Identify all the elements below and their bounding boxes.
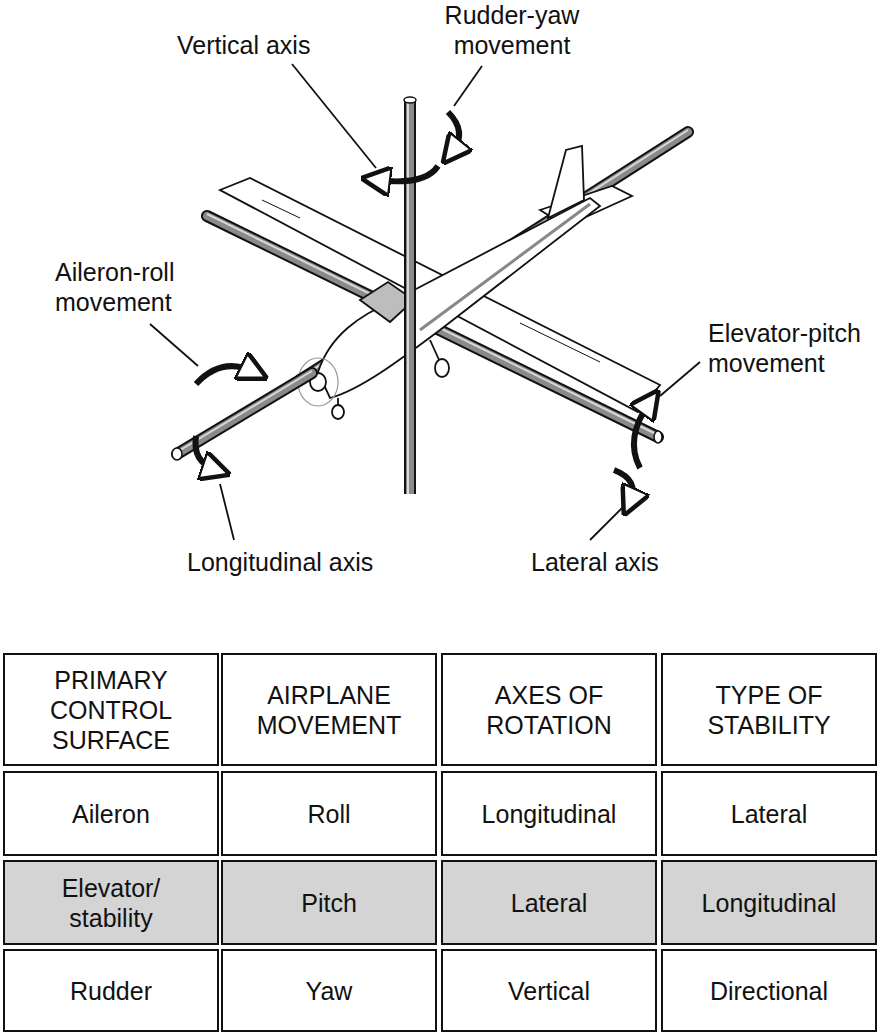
table-cell: Roll bbox=[221, 771, 437, 856]
cell-text: Yaw bbox=[306, 976, 353, 1006]
table-cell: Rudder bbox=[3, 949, 219, 1032]
table-cell: Vertical bbox=[441, 949, 657, 1032]
airplane bbox=[220, 146, 660, 419]
cell-text: Pitch bbox=[301, 888, 357, 918]
table-cell: Pitch bbox=[221, 860, 437, 945]
cell-text: Longitudinal bbox=[702, 888, 837, 918]
table-cell: Longitudinal bbox=[441, 771, 657, 856]
fuselage bbox=[318, 198, 600, 398]
movement-label: Elevator-pitch movement bbox=[708, 318, 886, 378]
column-heading: AXES OF ROTATION bbox=[457, 680, 641, 740]
table-cell: Aileron bbox=[3, 771, 219, 856]
table-header-cell: PRIMARY CONTROL SURFACE bbox=[3, 653, 219, 766]
movement-label: Rudder-yaw movement bbox=[422, 0, 602, 60]
cell-text: Rudder bbox=[70, 976, 152, 1006]
table-header-cell: TYPE OF STABILITY bbox=[661, 653, 877, 766]
wheel bbox=[435, 359, 449, 377]
cell-text: Directional bbox=[710, 976, 828, 1006]
table-cell: Lateral bbox=[441, 860, 657, 945]
table-cell: Elevator/ stability bbox=[3, 860, 219, 945]
column-heading: AIRPLANE MOVEMENT bbox=[237, 680, 421, 740]
cell-text: Vertical bbox=[508, 976, 590, 1006]
vertical-axis-rod bbox=[404, 97, 416, 494]
cell-text: Aileron bbox=[72, 799, 150, 829]
axis-label: Longitudinal axis bbox=[187, 547, 373, 577]
rotation-arrow bbox=[195, 112, 650, 502]
axis-label: Vertical axis bbox=[177, 30, 310, 60]
table-cell: Longitudinal bbox=[661, 860, 877, 945]
wheel bbox=[332, 405, 344, 419]
table-cell: Directional bbox=[661, 949, 877, 1032]
axis-label: Lateral axis bbox=[531, 547, 659, 577]
cell-text: Lateral bbox=[511, 888, 587, 918]
movement-label: Aileron-roll movement bbox=[55, 257, 220, 317]
cell-text: Elevator/ stability bbox=[19, 873, 203, 933]
landing-gear bbox=[430, 340, 440, 362]
table-cell: Lateral bbox=[661, 771, 877, 856]
table-header-cell: AIRPLANE MOVEMENT bbox=[221, 653, 437, 766]
wing bbox=[220, 178, 660, 412]
table-header-cell: AXES OF ROTATION bbox=[441, 653, 657, 766]
table-cell: Yaw bbox=[221, 949, 437, 1032]
cell-text: Longitudinal bbox=[482, 799, 617, 829]
column-heading: TYPE OF STABILITY bbox=[677, 680, 861, 740]
cell-text: Roll bbox=[307, 799, 350, 829]
fuselage-stripe bbox=[420, 204, 590, 330]
leader-line bbox=[150, 64, 700, 540]
vertical-fin bbox=[548, 146, 584, 218]
column-heading: PRIMARY CONTROL SURFACE bbox=[19, 665, 203, 755]
cell-text: Lateral bbox=[731, 799, 807, 829]
